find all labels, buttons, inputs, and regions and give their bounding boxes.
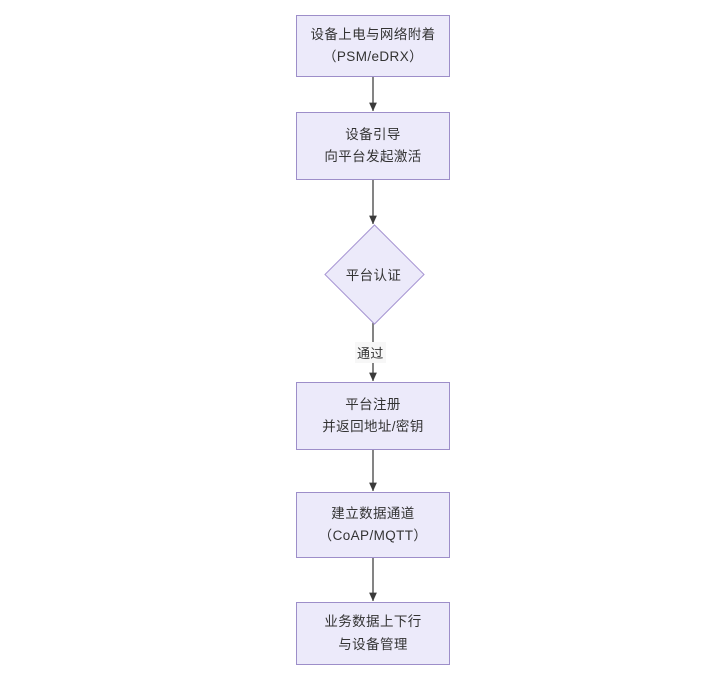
flow-node-establish-data-channel[interactable]: 建立数据通道 （CoAP/MQTT） bbox=[296, 492, 450, 558]
flow-node-line: 业务数据上下行 bbox=[324, 614, 422, 630]
flow-node-device-bootstrap[interactable]: 设备引导 向平台发起激活 bbox=[296, 112, 450, 180]
flow-node-line: 设备上电与网络附着 bbox=[310, 26, 436, 42]
flow-node-device-power-on[interactable]: 设备上电与网络附着 （PSM/eDRX） bbox=[296, 15, 450, 77]
flow-node-line: 设备引导 bbox=[345, 126, 401, 142]
flow-node-line: 与设备管理 bbox=[338, 636, 408, 652]
flow-node-business-data-and-device-management[interactable]: 业务数据上下行 与设备管理 bbox=[296, 602, 450, 665]
flow-node-platform-auth-decision[interactable]: 平台认证 bbox=[324, 224, 425, 325]
flow-node-line: 平台注册 bbox=[345, 396, 401, 412]
flow-node-line: 并返回地址/密钥 bbox=[322, 419, 424, 434]
edge-label-pass: 通过 bbox=[355, 342, 386, 363]
flow-node-line: 平台认证 bbox=[345, 267, 402, 283]
flow-node-platform-register[interactable]: 平台注册 并返回地址/密钥 bbox=[296, 382, 450, 450]
flow-node-line: 向平台发起激活 bbox=[324, 149, 422, 164]
flow-node-line: （PSM/eDRX） bbox=[322, 49, 424, 64]
flow-node-line: 建立数据通道 bbox=[331, 505, 415, 521]
flow-node-line: （CoAP/MQTT） bbox=[318, 528, 428, 543]
